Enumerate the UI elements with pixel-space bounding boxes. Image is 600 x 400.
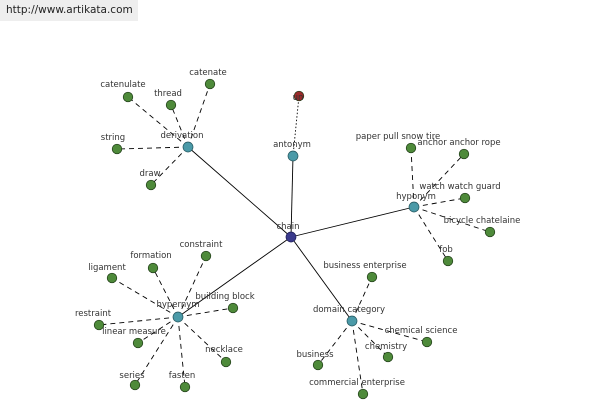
- leaf-node-series[interactable]: [129, 379, 141, 391]
- leaf-label-necklace: necklace: [205, 345, 243, 355]
- leaf-label-paper-pull-snow-tire: paper pull snow tire: [356, 132, 441, 142]
- edge-hyponym-bicycle-chatelaine: [413, 206, 491, 233]
- leaf-node-business-enterprise[interactable]: [366, 271, 378, 283]
- leaf-label-series: series: [119, 371, 145, 381]
- leaf-node-necklace[interactable]: [220, 356, 232, 368]
- leaf-node-ligament[interactable]: [106, 272, 118, 284]
- leaf-node-commercial-enterprise[interactable]: [357, 388, 369, 400]
- leaf-node-draw[interactable]: [145, 179, 157, 191]
- leaf-label-thread: thread: [154, 89, 182, 99]
- edge-antonym-un: [292, 95, 300, 157]
- edge-chain-hyponym: [290, 206, 415, 238]
- edge-hypernym-linear-measure: [137, 316, 179, 344]
- edge-chain-hypernym: [177, 236, 292, 318]
- leaf-label-ligament: ligament: [88, 263, 126, 273]
- leaf-node-chemical-science[interactable]: [421, 336, 433, 348]
- category-node-derivation[interactable]: [182, 141, 194, 153]
- edge-hypernym-fasten: [177, 316, 186, 388]
- leaf-label-fob: fob: [439, 245, 453, 255]
- leaf-node-chemistry[interactable]: [382, 351, 394, 363]
- edge-derivation-draw: [150, 146, 189, 186]
- edge-hypernym-formation: [152, 267, 179, 318]
- leaf-label-business: business: [296, 350, 334, 360]
- leaf-label-catenate: catenate: [189, 68, 227, 78]
- leaf-node-building-block[interactable]: [227, 302, 239, 314]
- center-label: chain: [276, 222, 299, 232]
- leaf-label-constraint: constraint: [180, 240, 223, 250]
- leaf-node-constraint[interactable]: [200, 250, 212, 262]
- edge-derivation-thread: [170, 104, 189, 148]
- leaf-label-business-enterprise: business enterprise: [323, 261, 406, 271]
- leaf-node-fob[interactable]: [442, 255, 454, 267]
- leaf-node-catenulate[interactable]: [122, 91, 134, 103]
- graph-edges: [98, 83, 491, 395]
- edge-domain-category-business-enterprise: [351, 276, 373, 322]
- category-node-domain-category[interactable]: [346, 315, 358, 327]
- leaf-label-chemical-science: chemical science: [385, 326, 458, 336]
- leaf-label-commercial-enterprise: commercial enterprise: [309, 378, 405, 388]
- leaf-label-formation: formation: [130, 251, 171, 261]
- url-bar: http://www.artikata.com: [0, 0, 138, 21]
- leaf-label-un: un: [293, 93, 304, 103]
- leaf-node-paper-pull-snow-tire[interactable]: [405, 142, 417, 154]
- edge-hyponym-paper-pull-snow-tire: [410, 147, 415, 208]
- leaf-node-string[interactable]: [111, 143, 123, 155]
- edge-derivation-catenulate: [127, 96, 189, 148]
- leaf-node-watch-watch-guard[interactable]: [459, 192, 471, 204]
- edge-domain-category-business: [317, 320, 353, 366]
- leaf-node-formation[interactable]: [147, 262, 159, 274]
- leaf-label-draw: draw: [139, 169, 160, 179]
- leaf-label-catenulate: catenulate: [100, 80, 145, 90]
- leaf-label-fasten: fasten: [169, 371, 196, 381]
- leaf-node-bicycle-chatelaine[interactable]: [484, 226, 496, 238]
- center-node-chain[interactable]: [285, 231, 297, 243]
- leaf-node-anchor-anchor-rope[interactable]: [458, 148, 470, 160]
- edge-hypernym-necklace: [177, 316, 227, 363]
- leaf-label-restraint: restraint: [75, 309, 112, 319]
- edge-hypernym-constraint: [177, 255, 207, 318]
- leaf-node-restraint[interactable]: [93, 319, 105, 331]
- edge-hypernym-series: [134, 316, 179, 386]
- leaf-node-linear-measure[interactable]: [132, 337, 144, 349]
- edge-chain-antonym: [290, 155, 294, 238]
- edge-hypernym-restraint: [98, 316, 179, 326]
- edge-derivation-string: [116, 146, 189, 150]
- category-label-hypernym: hypernym: [156, 300, 199, 310]
- leaf-label-anchor-anchor-rope: anchor anchor rope: [417, 138, 500, 148]
- leaf-node-catenate[interactable]: [204, 78, 216, 90]
- leaf-label-string: string: [101, 133, 125, 143]
- edge-chain-derivation: [187, 146, 292, 238]
- category-label-antonym: antonym: [273, 140, 311, 150]
- edge-hypernym-ligament: [111, 277, 179, 318]
- category-label-hyponym: hyponym: [396, 192, 436, 202]
- graph-nodes: catenulate catenate thread string draw deriva…: [75, 68, 521, 400]
- category-label-derivation: derivation: [160, 131, 203, 141]
- leaf-label-linear-measure: linear measure: [102, 327, 166, 337]
- category-node-hyponym[interactable]: [408, 201, 420, 213]
- category-node-hypernym[interactable]: [172, 311, 184, 323]
- leaf-node-thread[interactable]: [165, 99, 177, 111]
- leaf-node-un[interactable]: [293, 90, 305, 102]
- leaf-node-business[interactable]: [312, 359, 324, 371]
- category-node-antonym[interactable]: [287, 150, 299, 162]
- leaf-label-chemistry: chemistry: [365, 342, 407, 352]
- category-label-domain-category: domain category: [313, 305, 385, 315]
- edge-domain-category-commercial-enterprise: [351, 320, 364, 395]
- leaf-label-building-block: building block: [195, 292, 254, 302]
- edge-hyponym-anchor-anchor-rope: [413, 153, 465, 208]
- edge-hypernym-building-block: [177, 307, 234, 318]
- leaf-label-watch-watch-guard: watch watch guard: [419, 182, 500, 192]
- edge-domain-category-chemical-science: [351, 320, 428, 343]
- site-url[interactable]: http://www.artikata.com: [6, 4, 133, 16]
- leaf-node-fasten[interactable]: [179, 381, 191, 393]
- edge-derivation-catenate: [187, 83, 211, 148]
- edge-chain-domain-category: [290, 236, 353, 322]
- leaf-label-bicycle-chatelaine: bicycle chatelaine: [444, 216, 521, 226]
- edge-hyponym-fob: [413, 206, 449, 262]
